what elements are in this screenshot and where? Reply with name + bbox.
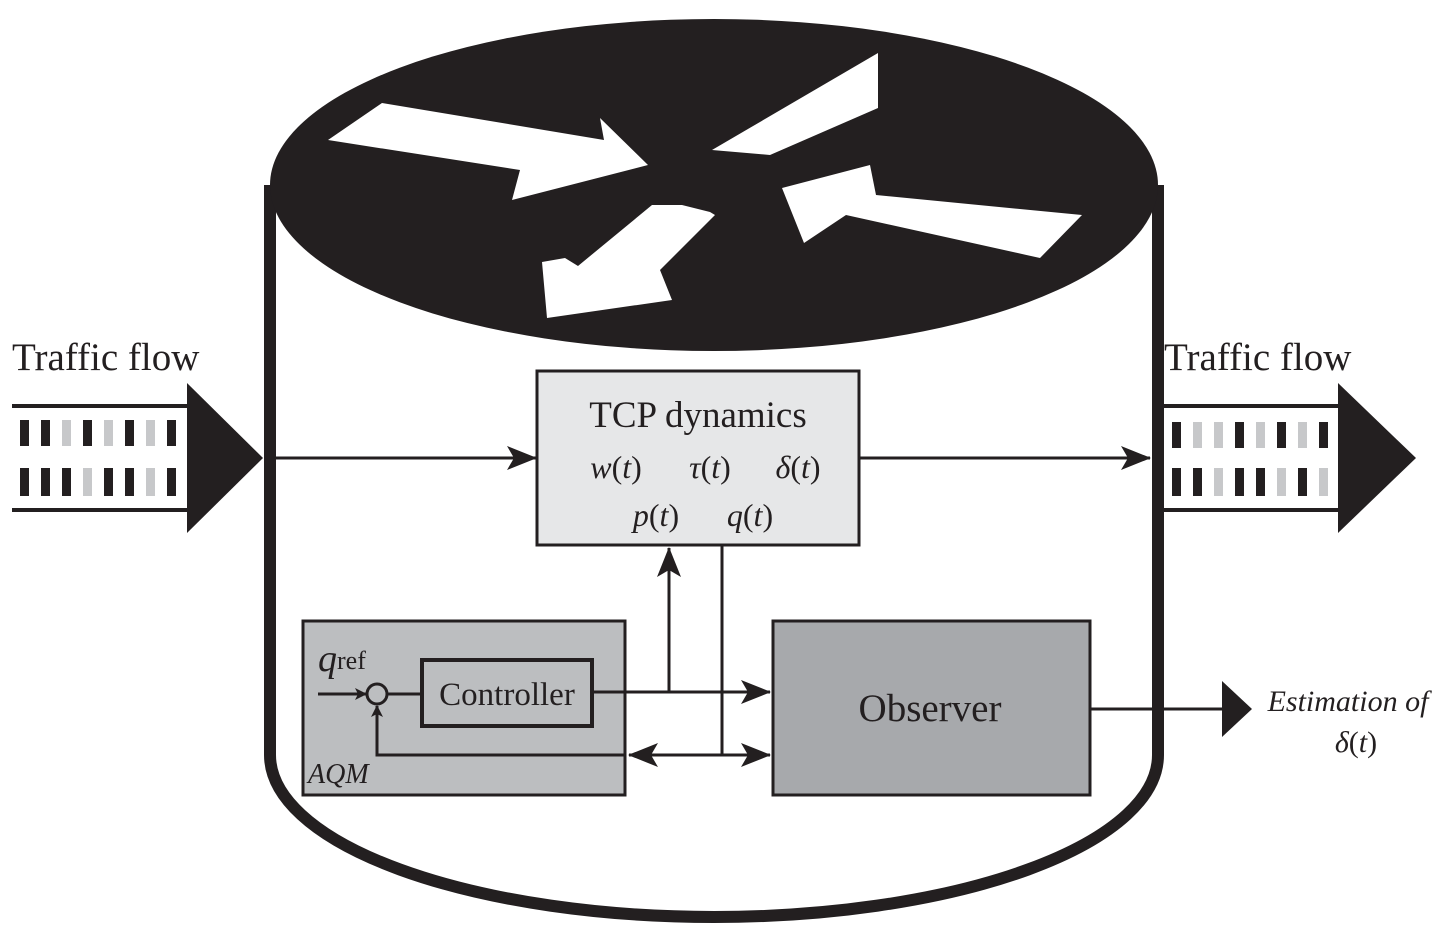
var-p: p(t) xyxy=(631,497,679,533)
controller-label: Controller xyxy=(439,677,575,713)
signal-lines xyxy=(276,446,1222,767)
var-tau: τ(t) xyxy=(689,449,731,485)
var-q: q(t) xyxy=(727,497,773,533)
packet-row-bottom xyxy=(20,468,176,496)
var-delta: δ(t) xyxy=(775,449,820,485)
packet-row-top xyxy=(20,420,176,446)
estimation-arrow-icon xyxy=(1222,681,1252,737)
aqm-label: AQM xyxy=(306,759,370,790)
var-w: w(t) xyxy=(590,449,642,485)
observer-label: Observer xyxy=(859,687,1002,730)
traffic-out-label: Traffic flow xyxy=(1164,336,1351,379)
traffic-in-label: Traffic flow xyxy=(12,336,199,379)
packet-row-bottom-out xyxy=(1172,468,1328,496)
estimation-label: Estimation of xyxy=(1267,685,1433,718)
packet-row-top-out xyxy=(1172,422,1328,448)
observer-box xyxy=(771,619,1092,797)
router-arrows-icon xyxy=(328,53,1082,318)
tcp-title: TCP dynamics xyxy=(589,395,807,436)
qref-label: qref xyxy=(318,638,366,680)
traffic-out-icon xyxy=(1162,383,1416,533)
tcp-dynamics-box xyxy=(535,369,861,547)
estimation-delta: δ(t) xyxy=(1335,726,1377,759)
router-top xyxy=(270,19,1158,351)
traffic-in-icon xyxy=(12,383,263,533)
